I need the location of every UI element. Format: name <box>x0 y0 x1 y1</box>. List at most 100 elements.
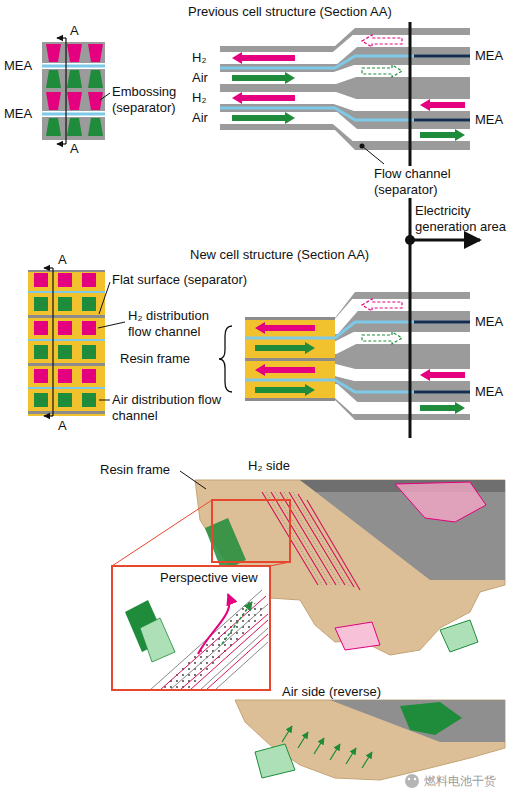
distribution-channel-section <box>420 402 465 414</box>
resin-frame-section <box>28 315 105 318</box>
side-label: Air side (reverse) <box>282 684 381 700</box>
watermark-icon <box>405 774 419 788</box>
resin-frame-section <box>28 387 105 389</box>
resin-frame-air-side <box>298 732 308 748</box>
section-line <box>44 415 53 416</box>
embossed-separator-section <box>46 92 103 110</box>
flow-channel-section <box>220 28 470 150</box>
embossed-separator-section <box>42 65 105 68</box>
embossed-separator-section <box>42 42 105 140</box>
leader-line <box>100 93 110 100</box>
section-line <box>44 268 53 416</box>
section-line <box>57 143 66 144</box>
resin-frame-air-side <box>330 700 505 742</box>
distribution-channel-section <box>255 384 315 396</box>
resin-frame-section <box>28 270 105 416</box>
flow-channel-section <box>362 65 402 77</box>
flow-channel-section <box>220 56 470 120</box>
perspective-view <box>112 500 290 690</box>
flow-channel-section <box>414 56 470 120</box>
perspective-view <box>198 594 230 654</box>
flow-channel-section <box>420 129 465 141</box>
part-label: Resin frame <box>120 351 190 367</box>
resin-frame-air-side <box>400 702 462 735</box>
part-label: MEA <box>4 106 32 122</box>
flow-channel-section <box>232 112 295 124</box>
part-label: Flat surface (separator) <box>112 272 247 288</box>
generation-area-line <box>409 22 412 438</box>
flow-channel-section <box>220 41 470 135</box>
part-label: Flow channel (separator) <box>372 166 476 198</box>
flow-channel-section <box>232 52 295 64</box>
watermark-icon <box>405 774 419 788</box>
perspective-view <box>140 618 175 662</box>
resin-frame-section <box>28 363 105 366</box>
section-marker: A <box>58 418 67 434</box>
resin-frame-h2-side <box>440 620 478 652</box>
distribution-channel-section <box>245 292 470 420</box>
part-label: MEA <box>475 314 503 330</box>
part-label: H₂ distribution flow channel <box>128 308 234 340</box>
section-marker: A <box>58 252 67 268</box>
perspective-view <box>112 566 270 690</box>
part-label: Embossing (separator) <box>112 84 190 116</box>
flow-label: H₂ <box>192 50 206 66</box>
flow-channel-section <box>414 119 470 122</box>
resin-frame-air-side <box>346 748 356 764</box>
resin-frame-air-side <box>255 744 295 778</box>
embossed-separator-section <box>42 113 105 116</box>
perspective-view <box>222 602 252 644</box>
resin-frame-air-side <box>314 738 324 754</box>
section-line <box>57 37 66 38</box>
distribution-channel-section <box>245 317 335 320</box>
distribution-channel-section <box>245 305 470 408</box>
distribution-channel-section <box>414 391 470 394</box>
flow-label: H₂ <box>192 90 206 106</box>
distribution-channel-section <box>255 322 315 334</box>
leader-line <box>180 471 206 489</box>
flow-label: Air <box>192 110 208 126</box>
part-label: MEA <box>4 58 32 74</box>
flow-channel-section <box>232 92 295 104</box>
resin-frame-air-side <box>235 700 505 780</box>
resin-frame-h2-side <box>395 482 486 522</box>
distribution-channel-section <box>255 342 315 354</box>
resin-frame-h2-side <box>266 492 349 586</box>
generation-area-line <box>410 239 480 242</box>
section-line <box>44 267 53 268</box>
embossed-separator-section <box>46 70 103 88</box>
distribution-channel-section <box>245 292 470 420</box>
resin-frame-h2-side <box>335 622 380 650</box>
area-label: Electricity generation area <box>415 203 527 235</box>
leader-line <box>180 471 206 489</box>
view-label: Perspective view <box>158 570 260 586</box>
resin-frame-section <box>28 291 105 389</box>
section-line <box>52 268 53 416</box>
resin-frame-section <box>28 339 105 341</box>
flow-channel-section <box>220 28 470 150</box>
section-heading: New cell structure (Section AA) <box>190 247 369 263</box>
perspective-view <box>160 596 268 689</box>
resin-frame-section <box>28 270 105 416</box>
watermark-icon <box>408 778 410 780</box>
leader-line <box>360 144 385 165</box>
distribution-channel-section <box>362 332 402 344</box>
leader-line <box>99 282 110 314</box>
distribution-channel-section <box>245 317 335 401</box>
resin-frame-h2-side <box>262 492 360 590</box>
flow-channel-section <box>414 55 470 58</box>
resin-frame-air-side <box>235 700 505 780</box>
distribution-channel-section <box>362 299 402 311</box>
part-label: Resin frame <box>100 462 170 478</box>
distribution-channel-section <box>245 322 470 338</box>
part-label: MEA <box>475 112 503 128</box>
resin-frame-h2-side <box>212 500 290 562</box>
resin-frame-section <box>28 291 105 293</box>
resin-frame-section <box>28 270 105 272</box>
distribution-channel-section <box>245 358 335 361</box>
part-label: Air distribution flow channel <box>112 392 230 424</box>
perspective-view <box>270 562 290 566</box>
resin-frame-section <box>28 270 105 414</box>
embossed-separator-section <box>42 63 105 69</box>
